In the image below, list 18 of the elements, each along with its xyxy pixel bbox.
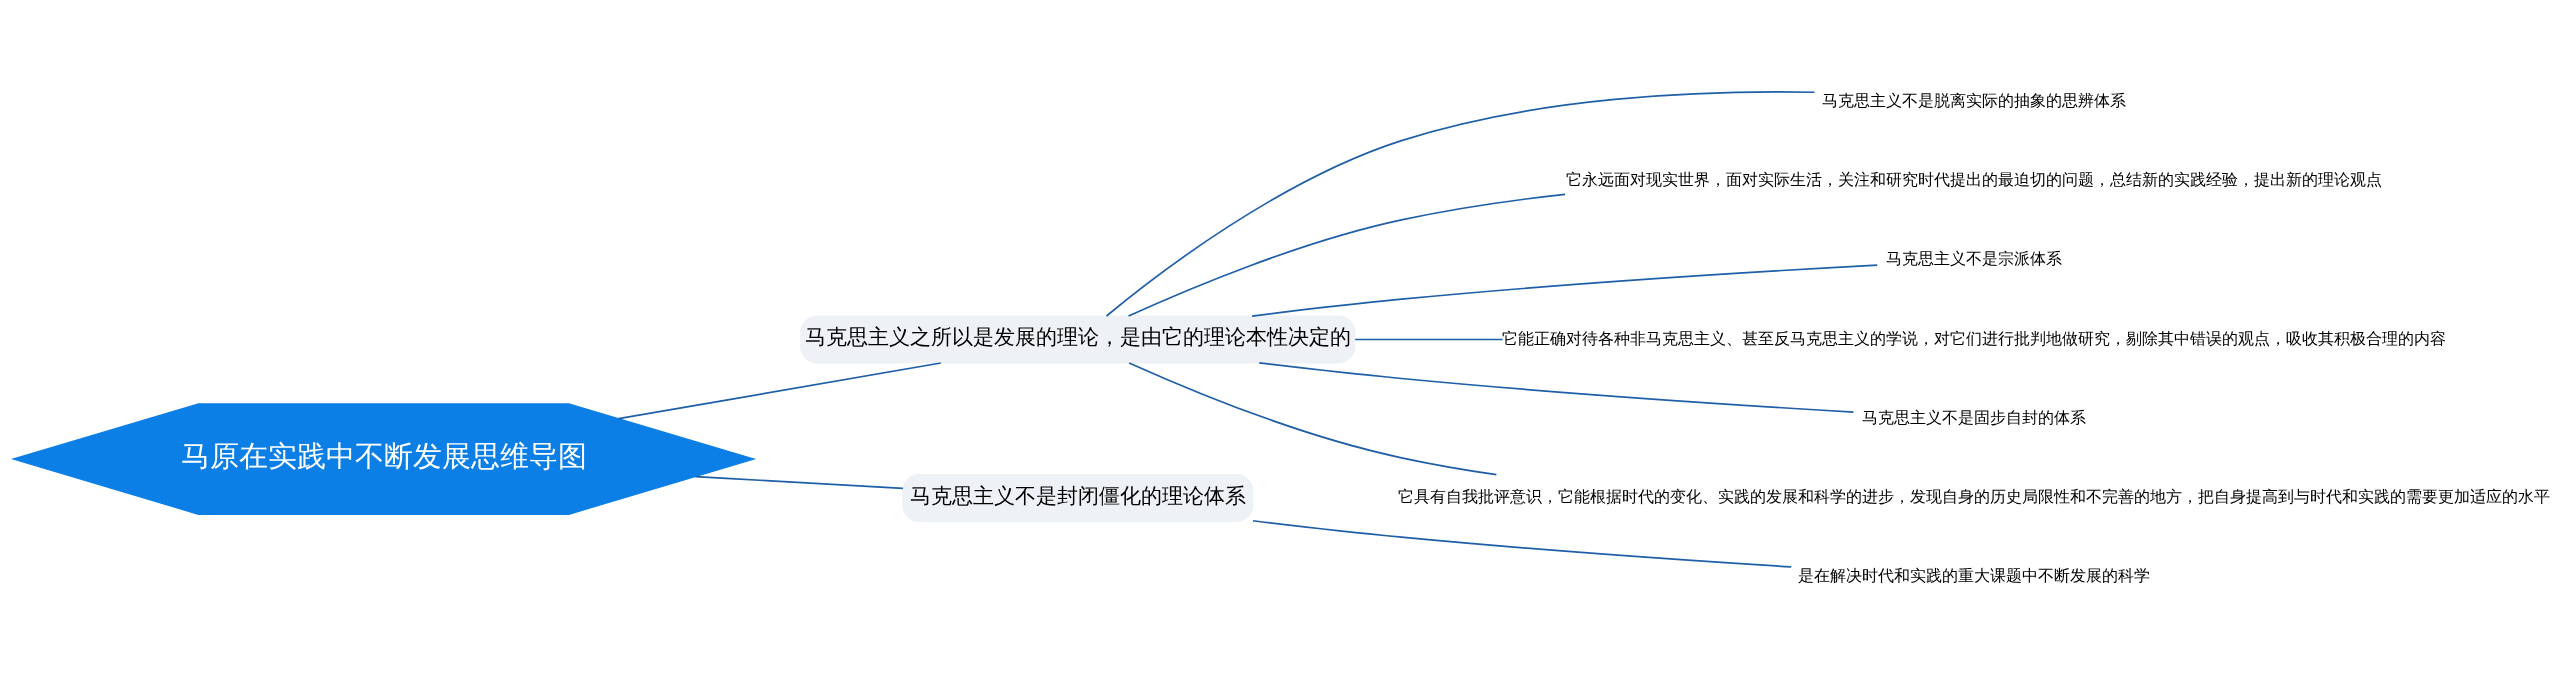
node-text: 马克思主义不是脱离实际的抽象的思辨体系 [1822, 91, 2127, 110]
connector [1105, 91, 1816, 317]
node-text: 是在解决时代和实践的重大课题中不断发展的科学 [1798, 567, 2151, 586]
connector [1127, 193, 1566, 317]
connector [1258, 362, 1855, 413]
node-text: 马克思主义不是宗派体系 [1886, 250, 2063, 269]
node-text: 它具有自我批评意识，它能根据时代的变化、实践的发展和科学的进步，发现自身的历史局限性和不完善的地方，把自身提高到与时代和实践的需要更加适应的水平 [1398, 488, 2551, 507]
connector [1252, 519, 1793, 568]
node-text: 它永远面对现实世界，面对实际生活，关注和研究时代提出的最迫切的问题，总结新的实践经验，提出新的理论观点 [1566, 170, 2383, 189]
node-box: 马克思主义之所以是发展的理论，是由它的理论本性决定的 [800, 315, 1356, 364]
connector [1251, 264, 1878, 317]
connector [1128, 362, 1498, 476]
connector [694, 475, 904, 490]
node-text: 它能正确对待各种非马克思主义、甚至反马克思主义的学说，对它们进行批判地做研究，剔除其中错误的观点，吸收其积极合理的内容 [1502, 329, 2447, 348]
connector [1354, 338, 1504, 341]
connector [617, 362, 942, 420]
node-box: 马克思主义不是封闭僵化的理论体系 [902, 474, 1254, 523]
node-text: 马克思主义不是固步自封的体系 [1862, 408, 2087, 427]
